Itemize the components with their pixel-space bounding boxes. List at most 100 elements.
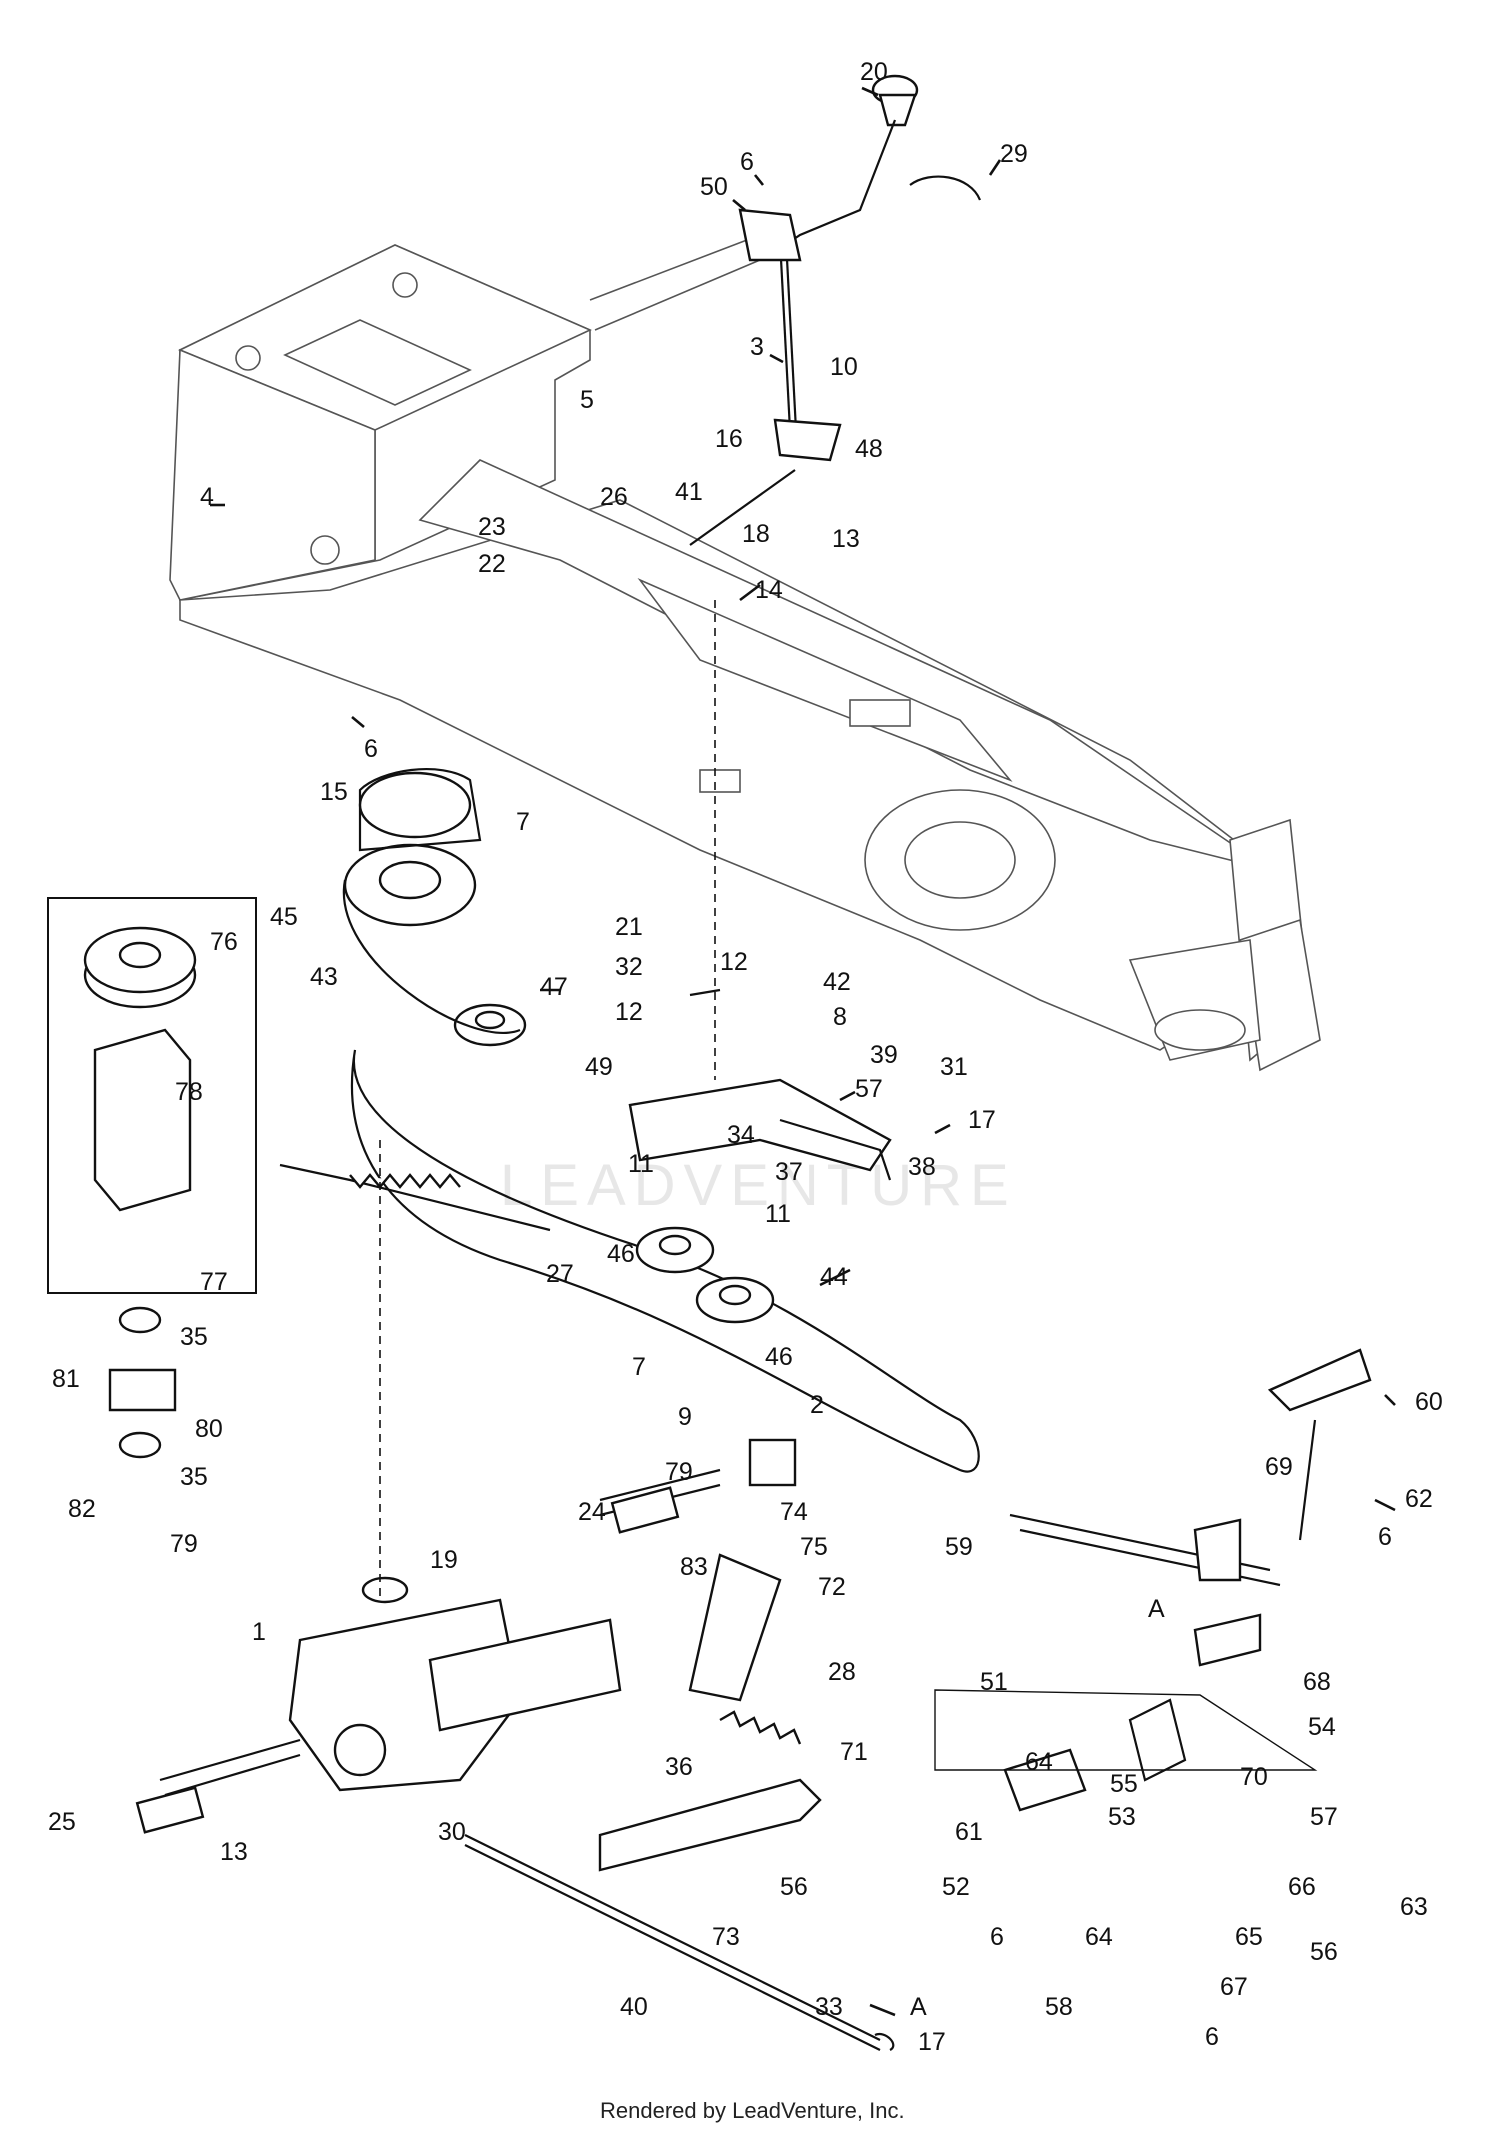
callout-40: 40 [620, 1993, 648, 2021]
inset-parts [83, 926, 197, 1459]
inset-box [47, 897, 257, 1294]
callout-12: 12 [615, 998, 643, 1026]
callout-27: 27 [546, 1260, 574, 1288]
callout-4: 4 [200, 483, 214, 511]
callout-49: 49 [585, 1053, 613, 1081]
callout-9: 9 [678, 1403, 692, 1431]
callout-23: 23 [478, 513, 506, 541]
callout-3: 3 [750, 333, 764, 361]
callout-38: 38 [908, 1153, 936, 1181]
callout-46: 46 [765, 1343, 793, 1371]
callout-76: 76 [210, 928, 238, 956]
callout-57: 57 [1310, 1803, 1338, 1831]
callout-20: 20 [860, 58, 888, 86]
callout-77: 77 [200, 1268, 228, 1296]
callout-41: 41 [675, 478, 703, 506]
callout-16: 16 [715, 425, 743, 453]
callout-59: 59 [945, 1533, 973, 1561]
callout-6: 6 [1205, 2023, 1219, 2051]
callout-7: 7 [516, 808, 530, 836]
callout-30: 30 [438, 1818, 466, 1846]
watermark-text: LEADVENTURE [500, 1153, 1017, 1218]
callout-65: 65 [1235, 1923, 1263, 1951]
callout-55: 55 [1110, 1770, 1138, 1798]
callout-13: 13 [220, 1838, 248, 1866]
callout-11: 11 [765, 1200, 791, 1228]
callout-46: 46 [607, 1240, 635, 1268]
callout-56: 56 [1310, 1938, 1338, 1966]
callout-26: 26 [600, 483, 628, 511]
callout-57: 57 [855, 1075, 883, 1103]
callout-71: 71 [840, 1738, 868, 1766]
idler-bracket [628, 988, 892, 1181]
callout-6: 6 [740, 148, 754, 176]
callout-34: 34 [727, 1121, 755, 1149]
callout-53: 53 [1108, 1803, 1136, 1831]
brake-assembly [598, 1348, 1372, 1872]
callout-45: 45 [270, 903, 298, 931]
leader-lines [210, 86, 1396, 2017]
callout-21: 21 [615, 913, 643, 941]
callout-32: 32 [615, 953, 643, 981]
callout-64: 64 [1025, 1748, 1053, 1776]
callout-1: 1 [252, 1618, 266, 1646]
callout-81: 81 [52, 1365, 80, 1393]
callout-A: A [910, 1993, 927, 2021]
callout-28: 28 [828, 1658, 856, 1686]
callout-72: 72 [818, 1573, 846, 1601]
callout-19: 19 [430, 1546, 458, 1574]
callout-47: 47 [540, 973, 568, 1001]
callout-64: 64 [1085, 1923, 1113, 1951]
callout-36: 36 [665, 1753, 693, 1781]
callout-74: 74 [780, 1498, 808, 1526]
callout-51: 51 [980, 1668, 1008, 1696]
callout-67: 67 [1220, 1973, 1248, 2001]
callout-37: 37 [775, 1158, 803, 1186]
callout-10: 10 [830, 353, 858, 381]
callout-31: 31 [940, 1053, 968, 1081]
callout-35: 35 [180, 1463, 208, 1491]
callout-14: 14 [755, 576, 783, 604]
pulley-assembly [342, 768, 980, 1487]
callout-43: 43 [310, 963, 338, 991]
callout-22: 22 [478, 550, 506, 578]
callout-54: 54 [1308, 1713, 1336, 1741]
callout-66: 66 [1288, 1873, 1316, 1901]
callout-13: 13 [832, 525, 860, 553]
callout-48: 48 [855, 435, 883, 463]
shift-lever [689, 74, 982, 546]
callout-75: 75 [800, 1533, 828, 1561]
callout-79: 79 [665, 1458, 693, 1486]
callout-labels: 20 29 6 50 3 10 5 16 48 4 26 41 18 13 23… [48, 58, 1443, 2056]
callout-68: 68 [1303, 1668, 1331, 1696]
reference-lines [379, 600, 1318, 1771]
callout-56: 56 [780, 1873, 808, 1901]
springs-and-rods [279, 1163, 895, 2051]
callout-6: 6 [990, 1923, 1004, 1951]
callout-6: 6 [1378, 1523, 1392, 1551]
callout-78: 78 [175, 1078, 203, 1106]
callout-24: 24 [578, 1498, 606, 1526]
chassis-frame [169, 234, 1321, 1072]
transaxle [135, 1468, 721, 1834]
callout-17: 17 [968, 1106, 996, 1134]
callout-52: 52 [942, 1873, 970, 1901]
callout-A: A [1148, 1595, 1165, 1623]
callout-7: 7 [632, 1353, 646, 1381]
callout-8: 8 [833, 1003, 847, 1031]
callout-25: 25 [48, 1808, 76, 1836]
callout-39: 39 [870, 1041, 898, 1069]
callout-15: 15 [320, 778, 348, 806]
callout-82: 82 [68, 1495, 96, 1523]
callout-70: 70 [1240, 1763, 1268, 1791]
callout-50: 50 [700, 173, 728, 201]
callout-80: 80 [195, 1415, 223, 1443]
callout-11: 11 [628, 1150, 654, 1178]
callout-58: 58 [1045, 1993, 1073, 2021]
callout-61: 61 [955, 1818, 983, 1846]
callout-18: 18 [742, 520, 770, 548]
callout-33: 33 [815, 1993, 843, 2021]
callout-35: 35 [180, 1323, 208, 1351]
callout-63: 63 [1400, 1893, 1428, 1921]
